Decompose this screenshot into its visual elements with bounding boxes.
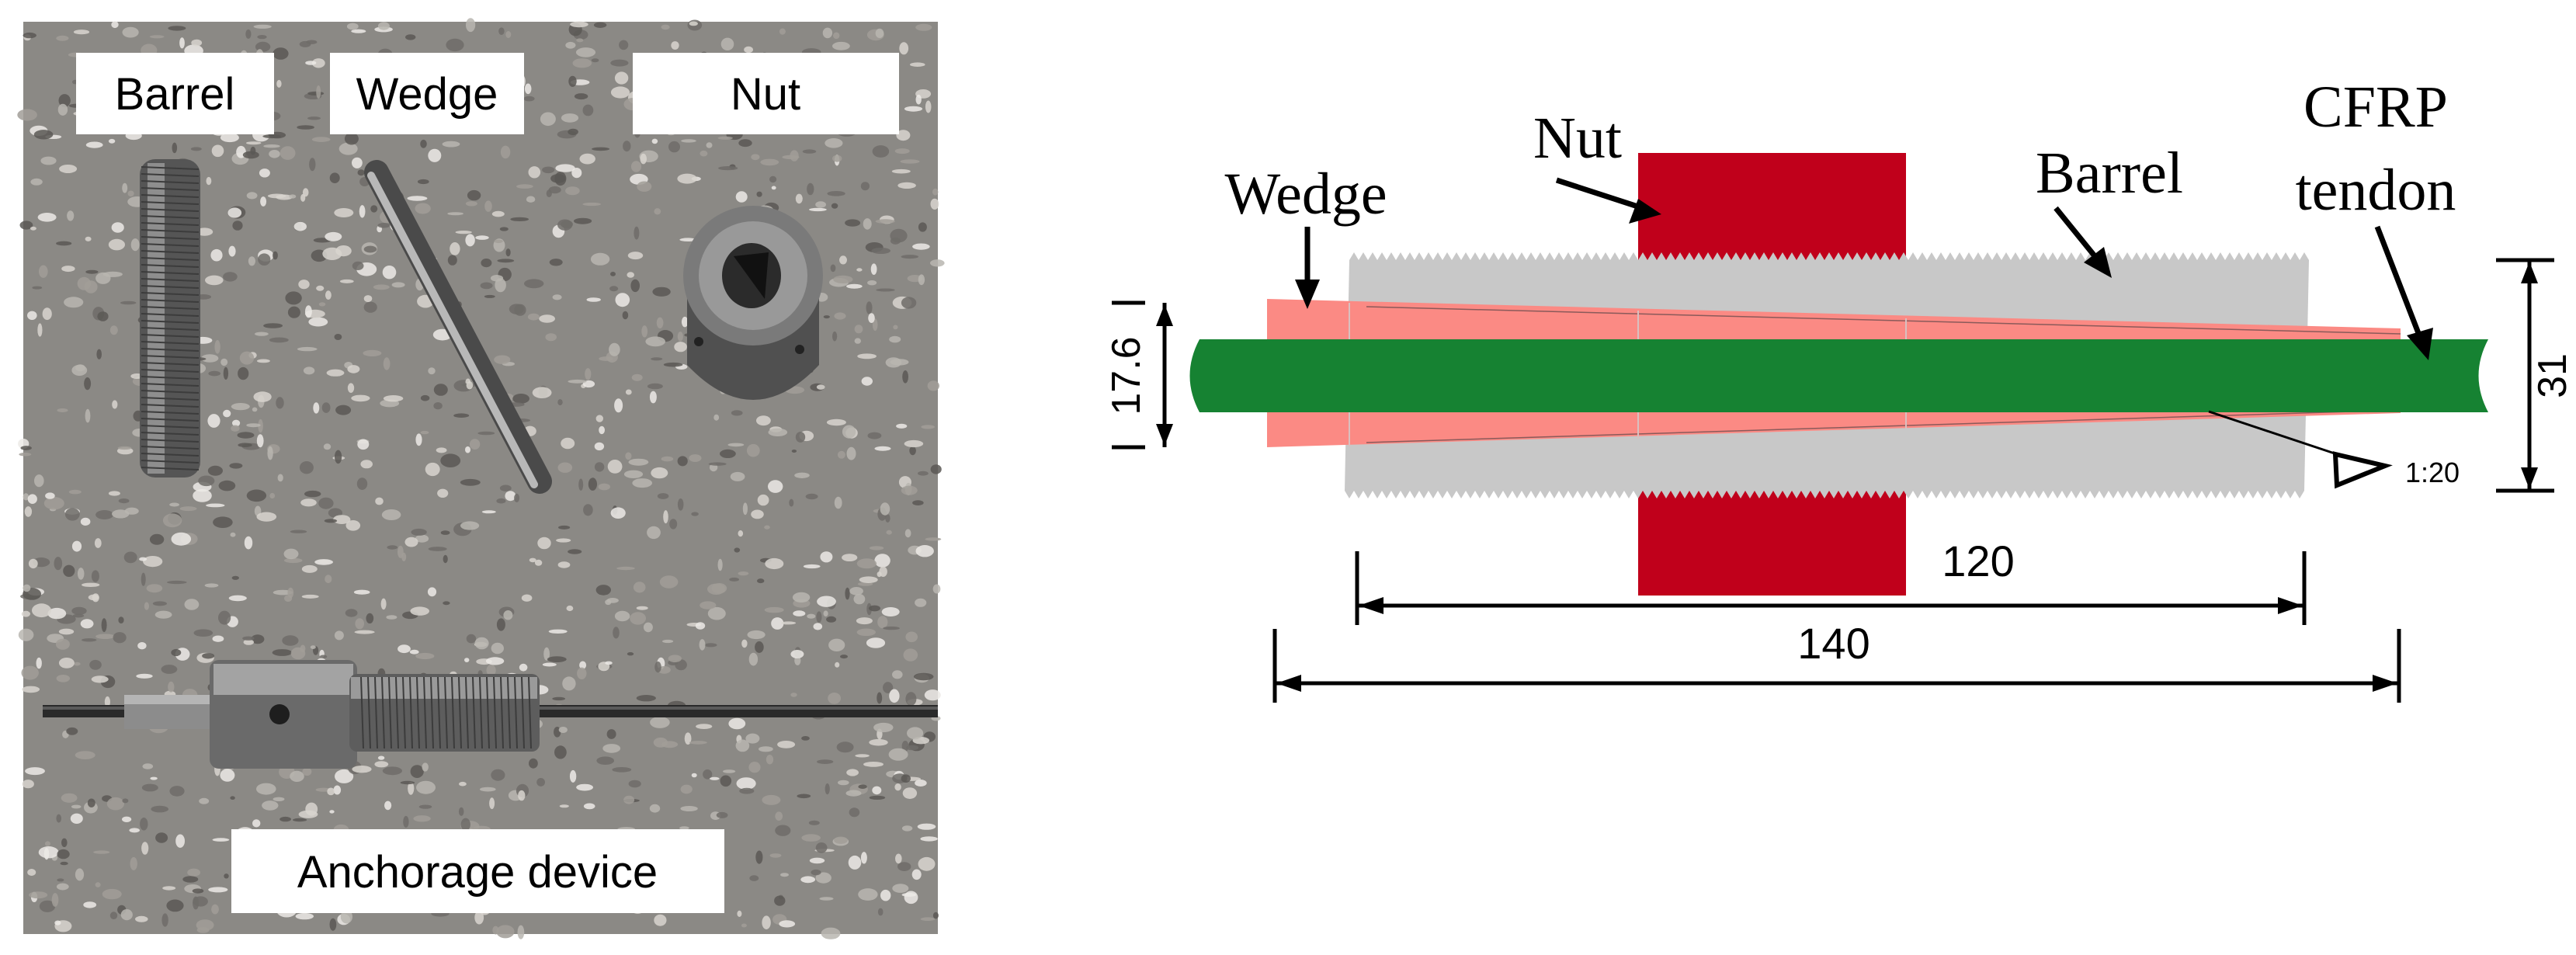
photo-barrel-part [140, 159, 200, 477]
dimension-barrel-diameter: 31 [2496, 258, 2575, 493]
dimension-wedge-length: 140 [1272, 619, 2401, 703]
photo-assembled-device [43, 660, 938, 769]
photo-panel: Barrel Wedge Nut Anchorage device [17, 18, 945, 939]
callout-nut: Nut [1533, 106, 1661, 224]
svg-text:31: 31 [2530, 353, 2575, 398]
svg-text:17.6: 17.6 [1104, 336, 1149, 415]
photo-label-wedge: Wedge [330, 53, 524, 134]
taper-indicator: 1:20 [2208, 410, 2460, 489]
photo-label-nut: Nut [633, 53, 899, 134]
wedge-taper-line-bottom [1366, 409, 2401, 443]
svg-text:Anchorage device: Anchorage device [297, 847, 658, 898]
cfrp-tendon-shape [1189, 339, 2488, 412]
photo-label-barrel: Barrel [76, 53, 274, 134]
svg-text:Nut: Nut [731, 69, 800, 120]
svg-text:CFRP: CFRP [2303, 75, 2448, 140]
svg-text:Wedge: Wedge [356, 69, 498, 120]
wedge-taper-line-top [1366, 306, 2401, 335]
callout-barrel: Barrel [2036, 141, 2183, 278]
dimension-barrel-length: 120 [1355, 537, 2307, 625]
photo-label-anchorage-device: Anchorage device [231, 829, 724, 913]
svg-text:Barrel: Barrel [115, 69, 235, 120]
svg-text:1:20: 1:20 [2405, 457, 2460, 488]
svg-text:Wedge: Wedge [1224, 161, 1387, 227]
photo-nut-part [683, 206, 823, 400]
svg-text:Nut: Nut [1533, 106, 1622, 171]
callout-cfrp-tendon: CFRP tendon [2296, 75, 2456, 360]
drawing-panel: 17.6 31 120 140 [1104, 75, 2575, 703]
svg-text:Barrel: Barrel [2036, 141, 2183, 206]
callout-wedge: Wedge [1224, 161, 1387, 309]
svg-text:tendon: tendon [2296, 158, 2456, 223]
svg-text:140: 140 [1797, 619, 1870, 668]
photo-wedge-part [364, 160, 552, 494]
svg-text:120: 120 [1942, 537, 2014, 585]
dimension-wedge-diameter: 17.6 [1104, 300, 1173, 450]
